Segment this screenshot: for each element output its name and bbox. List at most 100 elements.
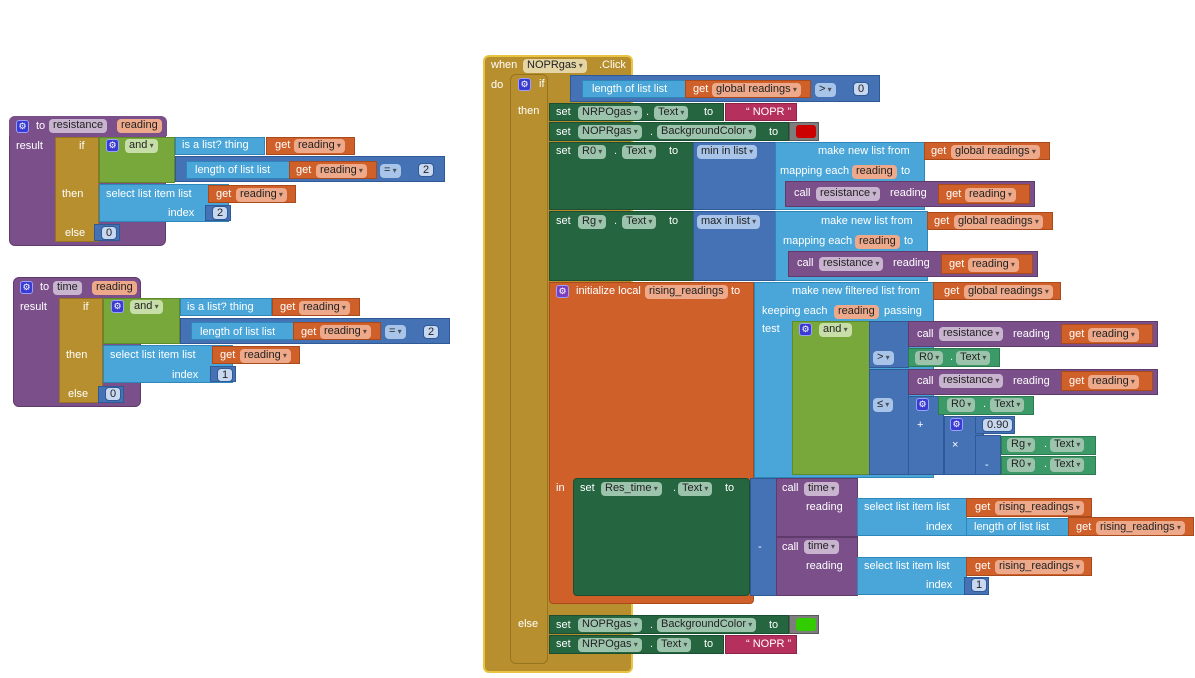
local-variable-field[interactable]: rising_readings xyxy=(645,285,728,299)
property-dropdown[interactable]: Text xyxy=(657,638,692,652)
and-operator-dropdown[interactable]: and xyxy=(125,139,158,153)
global-variable-dropdown[interactable]: global readings xyxy=(712,83,801,97)
component-dropdown[interactable]: Rg xyxy=(1007,438,1036,452)
variable-dropdown[interactable]: reading xyxy=(240,349,291,363)
gear-icon[interactable]: ⚙ xyxy=(106,139,119,152)
number-field[interactable]: 2 xyxy=(212,206,229,220)
property-dropdown[interactable]: Text xyxy=(622,215,657,229)
gear-icon[interactable]: ⚙ xyxy=(799,323,812,336)
is-list-block[interactable] xyxy=(175,137,265,155)
procedure-dropdown[interactable]: resistance xyxy=(939,374,1004,388)
property-dropdown[interactable]: Text xyxy=(654,106,689,120)
gear-icon[interactable]: ⚙ xyxy=(20,281,33,294)
property-dropdown[interactable]: Text xyxy=(622,145,657,159)
component-dropdown[interactable]: R0 xyxy=(1007,458,1036,472)
property-dropdown[interactable]: BackgroundColor xyxy=(657,125,757,139)
component-dropdown[interactable]: Res_time xyxy=(601,482,662,496)
compare-operator-dropdown[interactable]: ≤ xyxy=(873,398,894,412)
property-dropdown[interactable]: Text xyxy=(990,398,1025,412)
compare-operator-dropdown[interactable]: = xyxy=(385,325,406,339)
component-dropdown[interactable]: NOPRgas xyxy=(578,125,642,139)
is-list-block[interactable] xyxy=(180,298,272,316)
variable-dropdown[interactable]: reading xyxy=(1088,375,1139,389)
string-block[interactable] xyxy=(725,103,797,121)
parameter-field[interactable]: reading xyxy=(92,281,137,295)
global-variable-dropdown[interactable]: global readings xyxy=(954,215,1043,229)
if-then-else-block[interactable] xyxy=(510,74,548,664)
variable-dropdown[interactable]: reading xyxy=(965,188,1016,202)
component-dropdown[interactable]: R0 xyxy=(947,398,976,412)
math-function-dropdown[interactable]: min in list xyxy=(697,145,758,159)
procedure-dropdown[interactable]: resistance xyxy=(819,257,884,271)
and-operator-dropdown[interactable]: and xyxy=(130,300,163,314)
loop-variable-field[interactable]: reading xyxy=(855,235,900,249)
variable-dropdown[interactable]: reading xyxy=(968,258,1019,272)
component-dropdown[interactable]: NOPRgas xyxy=(523,59,587,73)
parameter-field[interactable]: reading xyxy=(117,119,162,133)
number-field[interactable]: 2 xyxy=(418,163,435,177)
property-dropdown[interactable]: Text xyxy=(678,482,713,496)
compare-operator-dropdown[interactable]: > xyxy=(815,83,836,97)
if-expression-block[interactable] xyxy=(55,137,99,242)
if-expression-block[interactable] xyxy=(59,298,103,403)
select-list-item-block[interactable] xyxy=(857,557,967,595)
number-field[interactable]: 0.90 xyxy=(982,418,1014,432)
variable-dropdown[interactable]: reading xyxy=(316,164,367,178)
property-dropdown[interactable]: BackgroundColor xyxy=(657,618,757,632)
gear-icon[interactable]: ⚙ xyxy=(111,300,124,313)
string-field[interactable]: “ NOPR ” xyxy=(746,106,792,118)
compare-le-block[interactable] xyxy=(869,369,909,475)
variable-dropdown[interactable]: reading xyxy=(294,139,345,153)
procedure-name-field[interactable]: resistance xyxy=(49,119,108,133)
procedure-dropdown[interactable]: resistance xyxy=(939,327,1004,341)
set-res-time-text-block[interactable] xyxy=(573,478,750,596)
gear-icon[interactable]: ⚙ xyxy=(16,120,29,133)
local-variable-dropdown[interactable]: rising_readings xyxy=(995,560,1084,574)
number-field[interactable]: 1 xyxy=(971,578,988,592)
component-dropdown[interactable]: NOPRgas xyxy=(578,618,642,632)
number-field[interactable]: 1 xyxy=(217,368,234,382)
string-field[interactable]: “ NOPR ” xyxy=(746,638,792,650)
number-field[interactable]: 0 xyxy=(105,387,122,401)
procedure-dropdown[interactable]: time xyxy=(804,540,840,554)
number-field[interactable]: 2 xyxy=(423,325,440,339)
and-operator-dropdown[interactable]: and xyxy=(819,323,852,337)
color-swatch-green[interactable] xyxy=(796,618,816,631)
component-dropdown[interactable]: NRPOgas xyxy=(578,638,642,652)
component-dropdown[interactable]: Rg xyxy=(578,215,607,229)
local-variable-dropdown[interactable]: rising_readings xyxy=(995,501,1084,515)
variable-dropdown[interactable]: reading xyxy=(320,325,371,339)
global-variable-dropdown[interactable]: global readings xyxy=(964,285,1053,299)
math-function-dropdown[interactable]: max in list xyxy=(697,215,761,229)
loop-variable-field[interactable]: reading xyxy=(852,165,897,179)
local-variable-dropdown[interactable]: rising_readings xyxy=(1096,521,1185,535)
variable-dropdown[interactable]: reading xyxy=(299,301,350,315)
component-dropdown[interactable]: R0 xyxy=(578,145,607,159)
gear-icon[interactable]: ⚙ xyxy=(556,285,569,298)
compare-operator-dropdown[interactable]: = xyxy=(380,164,401,178)
variable-dropdown[interactable]: reading xyxy=(236,188,287,202)
subtraction-block[interactable] xyxy=(750,478,777,596)
property-dropdown[interactable]: Text xyxy=(1050,438,1085,452)
gear-icon[interactable]: ⚙ xyxy=(518,78,531,91)
component-dropdown[interactable]: R0 xyxy=(915,351,944,365)
select-list-item-block[interactable] xyxy=(857,498,967,536)
compare-operator-dropdown[interactable]: > xyxy=(873,351,894,365)
gear-icon[interactable]: ⚙ xyxy=(950,418,963,431)
component-dropdown[interactable]: NRPOgas xyxy=(578,106,642,120)
property-dropdown[interactable]: Text xyxy=(1050,458,1085,472)
subtraction-block[interactable] xyxy=(975,435,1001,475)
gear-icon[interactable]: ⚙ xyxy=(916,398,929,411)
property-dropdown[interactable]: Text xyxy=(956,351,991,365)
number-field[interactable]: 0 xyxy=(101,226,118,240)
procedure-dropdown[interactable]: resistance xyxy=(816,187,881,201)
procedure-dropdown[interactable]: time xyxy=(804,482,840,496)
procedure-name-field[interactable]: time xyxy=(53,281,82,295)
variable-dropdown[interactable]: reading xyxy=(1088,328,1139,342)
number-field[interactable]: 0 xyxy=(853,82,870,96)
string-block[interactable] xyxy=(725,635,797,654)
loop-variable-field[interactable]: reading xyxy=(834,305,879,319)
and-block[interactable] xyxy=(792,321,870,475)
global-variable-dropdown[interactable]: global readings xyxy=(951,145,1040,159)
color-swatch-red[interactable] xyxy=(796,125,816,138)
